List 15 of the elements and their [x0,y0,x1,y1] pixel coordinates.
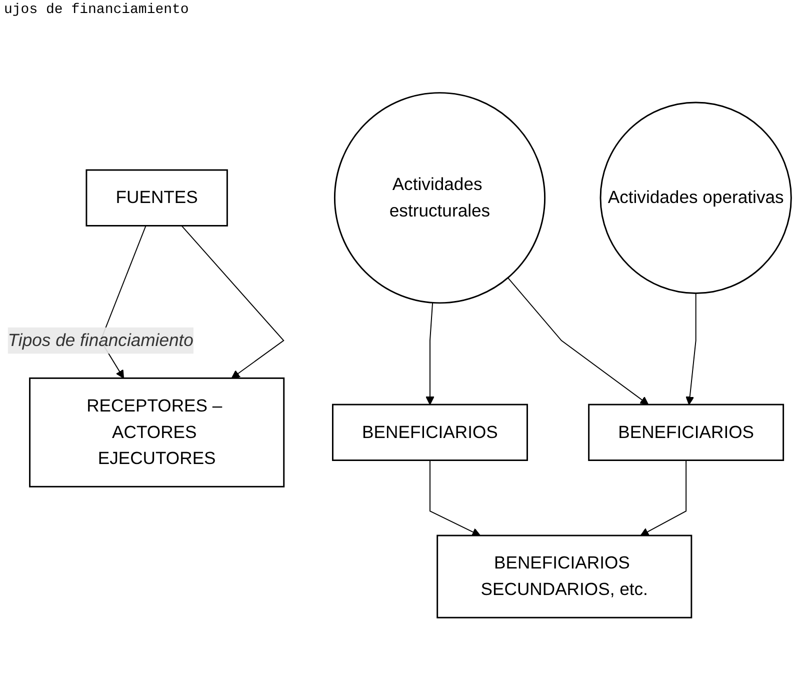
node-box: BENEFICIARIOS [332,404,528,461]
arrow [426,302,434,405]
node-circle: Actividades estructurales [334,92,546,304]
arrow [686,292,696,405]
node-box: BENEFICIARIOS SECUNDARIOS, etc. [436,534,692,618]
arrow [181,225,284,378]
node-circle: Actividades operativas [600,102,792,294]
node-box: BENEFICIARIOS [588,404,784,461]
arrow [430,460,481,536]
title: ujos de financiamiento [4,2,189,18]
arrow [507,277,649,405]
node-box: RECEPTORES – ACTORES EJECUTORES [29,377,285,488]
edge-label: Tipos de financiamiento [8,330,194,350]
arrow [640,460,687,536]
node-box: FUENTES [86,169,228,226]
